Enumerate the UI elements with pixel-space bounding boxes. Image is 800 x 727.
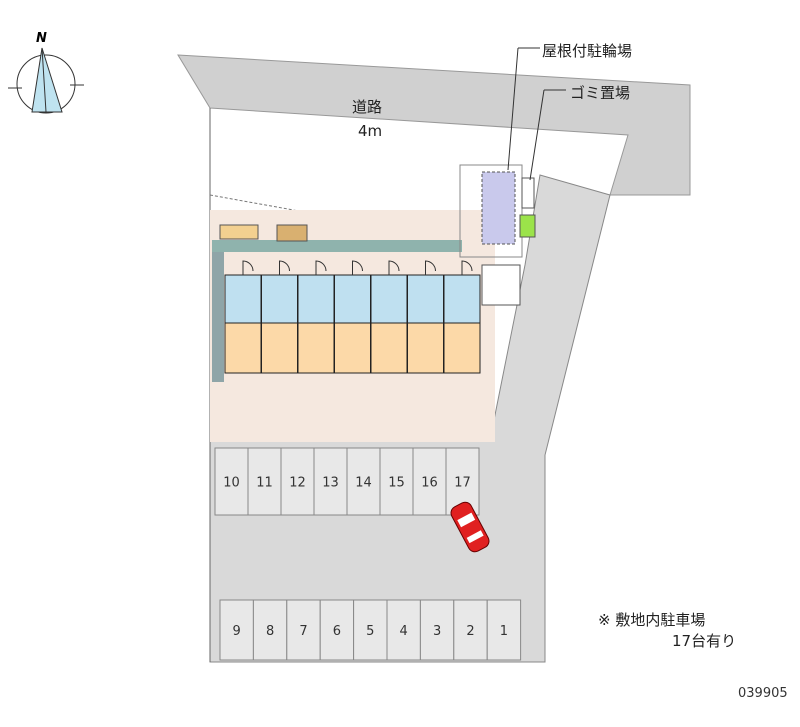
parking-space-number: 12 xyxy=(289,476,306,491)
road xyxy=(177,54,691,196)
parking-space: 8 xyxy=(252,599,288,661)
parking-space-number: 5 xyxy=(366,624,374,639)
parking-space-number: 9 xyxy=(233,624,241,639)
parking-space: 13 xyxy=(313,447,348,516)
road-width: 4m xyxy=(358,122,382,140)
parking-row-bottom: 9 8 7 6 5 4 3 2 1 xyxy=(219,599,522,661)
unit xyxy=(370,260,408,374)
parking-space: 6 xyxy=(319,599,355,661)
parking-space: 12 xyxy=(280,447,315,516)
parking-space-number: 6 xyxy=(333,624,341,639)
bicycle-parking-label: 屋根付駐輪場 xyxy=(542,42,632,60)
parking-note-line1: ※ 敷地内駐車場 xyxy=(598,611,705,629)
parking-space-number: 14 xyxy=(355,476,372,491)
storage xyxy=(219,224,259,240)
unit xyxy=(334,260,371,374)
parking-space: 14 xyxy=(346,447,381,516)
parking-space-number: 17 xyxy=(454,476,471,491)
parking-space: 4 xyxy=(386,599,421,661)
garbage-label: ゴミ置場 xyxy=(570,84,630,102)
parking-space: 15 xyxy=(379,447,414,516)
parking-space-number: 10 xyxy=(223,476,240,491)
parking-space: 2 xyxy=(453,599,488,661)
parking-space-number: 4 xyxy=(400,624,408,639)
north-label: N xyxy=(36,31,47,46)
parking-space: 10 xyxy=(214,447,249,516)
parking-space: 9 xyxy=(219,599,254,661)
parking-space: 11 xyxy=(247,447,282,516)
parking-lot xyxy=(209,174,611,663)
unit xyxy=(443,260,481,374)
parking-space: 7 xyxy=(286,599,321,661)
parking-space-number: 13 xyxy=(322,476,339,491)
parking-space-number: 2 xyxy=(466,624,474,639)
road-name: 道路 xyxy=(352,98,382,116)
parking-space: 1 xyxy=(486,599,522,661)
parking-space-number: 11 xyxy=(256,476,273,491)
unit xyxy=(224,260,262,374)
parking-note-line2: 17台有り xyxy=(672,632,736,650)
unit xyxy=(407,260,444,374)
parking-space-number: 7 xyxy=(299,624,307,639)
parking-space: 3 xyxy=(419,599,455,661)
garbage-area xyxy=(519,214,536,238)
compass-icon: N xyxy=(8,31,84,114)
parking-space-number: 1 xyxy=(500,624,508,639)
parking-space: 16 xyxy=(412,447,447,516)
parking-space-number: 16 xyxy=(421,476,438,491)
apartment-units xyxy=(224,260,481,374)
parking-space-number: 8 xyxy=(266,624,274,639)
hedge xyxy=(212,240,462,252)
storage xyxy=(276,224,308,242)
property-id: 039905 xyxy=(738,686,788,701)
car-icon xyxy=(450,501,490,553)
bicycle-parking xyxy=(481,171,516,245)
parking-row-top: 10 11 12 13 14 15 16 17 xyxy=(214,447,480,516)
unit xyxy=(261,260,298,374)
parking-space-number: 15 xyxy=(388,476,405,491)
unit xyxy=(297,260,335,374)
parking-space-number: 3 xyxy=(433,624,441,639)
parking-space: 5 xyxy=(353,599,388,661)
